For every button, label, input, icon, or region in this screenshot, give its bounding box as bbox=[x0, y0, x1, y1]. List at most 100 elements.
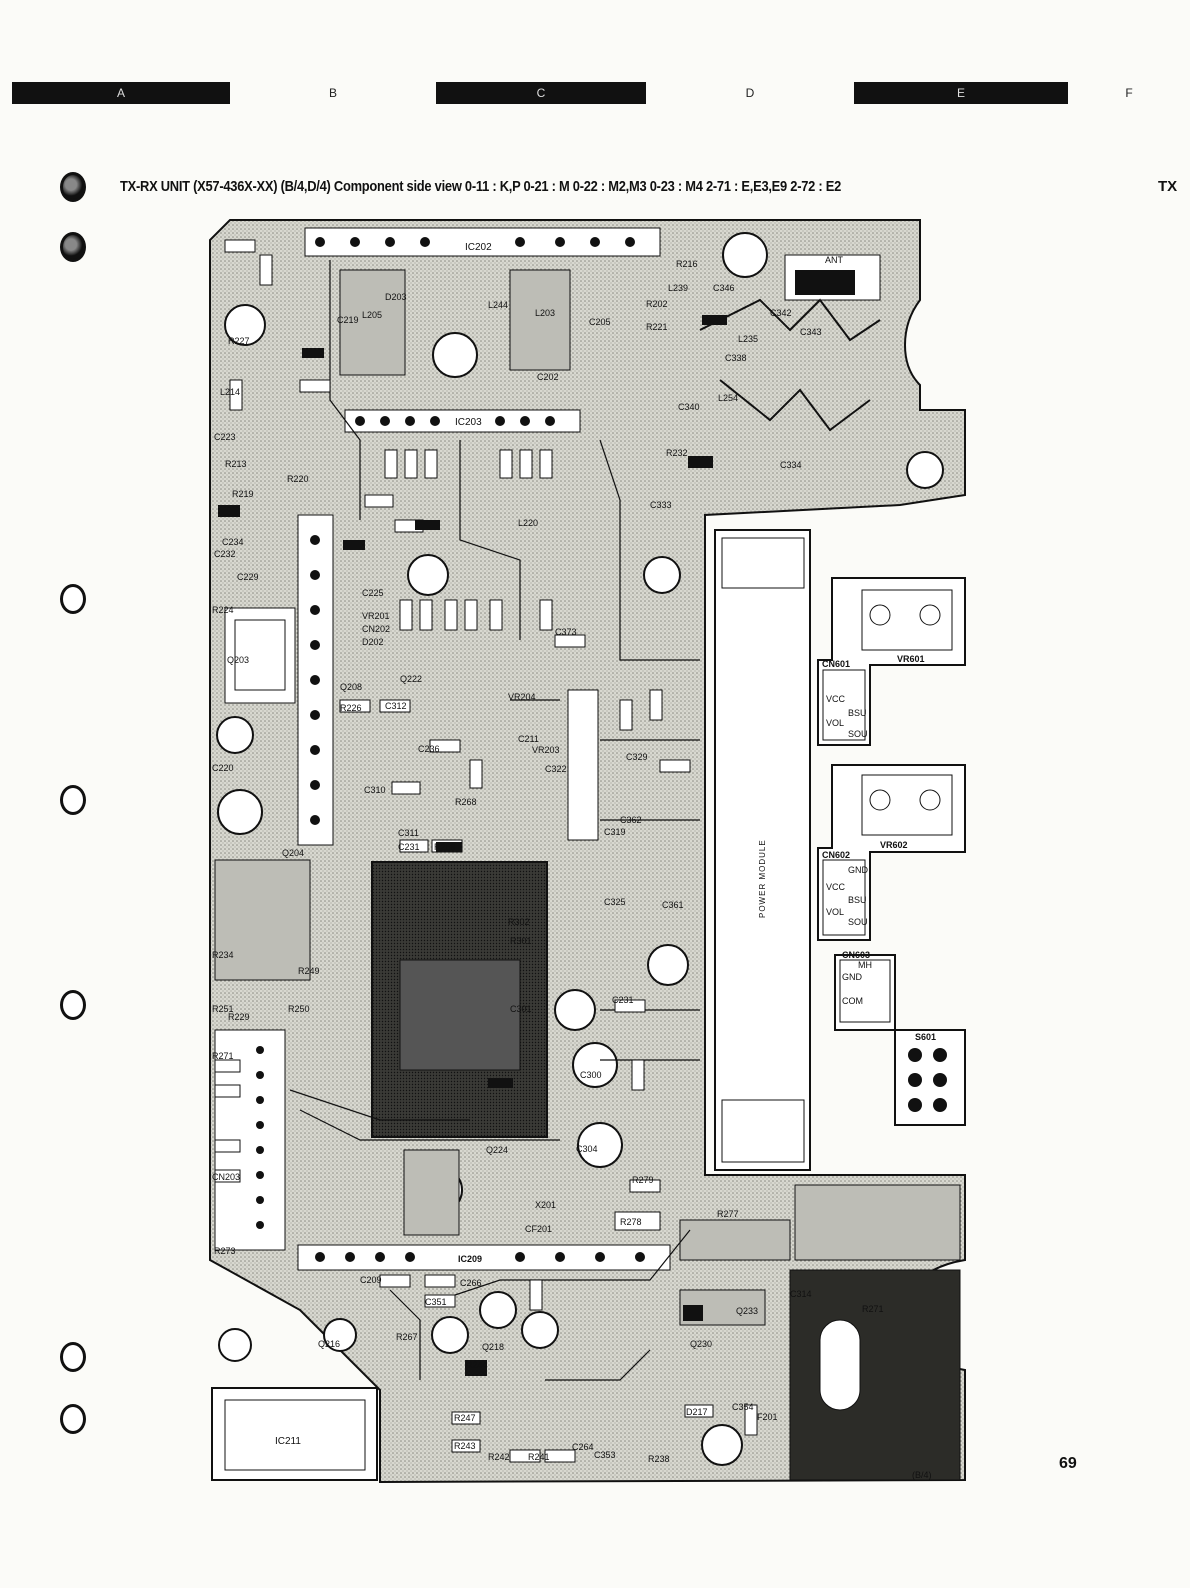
part-label: R273 bbox=[214, 1246, 236, 1256]
vr602-label: VR602 bbox=[880, 840, 908, 850]
part-label: R221 bbox=[646, 322, 668, 332]
vr601-board: CN601 VR601 VCC VOL BSU SOU bbox=[817, 577, 966, 746]
binder-hole bbox=[60, 584, 86, 614]
part-label: R251 bbox=[212, 1004, 234, 1014]
part-label: C232 bbox=[214, 549, 236, 559]
part-label: C340 bbox=[678, 402, 700, 412]
part-label: CN203 bbox=[212, 1172, 240, 1182]
part-label: C310 bbox=[364, 785, 386, 795]
part-label: C362 bbox=[620, 815, 642, 825]
part-label: R224 bbox=[212, 605, 234, 615]
part-label: L205 bbox=[362, 310, 382, 320]
diagram-title: TX-RX UNIT (X57-436X-XX) (B/4,D/4) Compo… bbox=[120, 178, 842, 195]
antenna-label: ANT bbox=[825, 255, 844, 265]
part-label: Q218 bbox=[482, 1342, 504, 1352]
power-module bbox=[714, 529, 811, 1171]
power-module-label: POWER MODULE bbox=[758, 839, 767, 918]
page-grid-bar: A B C D E F bbox=[0, 82, 1190, 104]
binder-hole bbox=[60, 172, 86, 202]
part-label: L203 bbox=[535, 308, 555, 318]
s601-label: S601 bbox=[915, 1032, 936, 1042]
part-label: Q208 bbox=[340, 682, 362, 692]
part-label: C322 bbox=[545, 764, 567, 774]
grid-column-a: A bbox=[12, 82, 230, 104]
part-label: VR201 bbox=[362, 611, 390, 621]
part-label: R243 bbox=[454, 1441, 476, 1451]
part-label: C333 bbox=[650, 500, 672, 510]
part-label: C231 bbox=[398, 842, 420, 852]
part-label: L239 bbox=[668, 283, 688, 293]
part-label: Q222 bbox=[400, 674, 422, 684]
part-label: C353 bbox=[594, 1450, 616, 1460]
cn602-pin: GND bbox=[848, 865, 869, 875]
cn602-pin: VOL bbox=[826, 907, 844, 917]
part-label: C236 bbox=[418, 744, 440, 754]
part-label: C220 bbox=[212, 763, 234, 773]
part-label: R202 bbox=[646, 299, 668, 309]
part-label: CF201 bbox=[525, 1224, 552, 1234]
cn603-pin: GND bbox=[842, 972, 863, 982]
part-label: C219 bbox=[337, 315, 359, 325]
part-label: R227 bbox=[228, 336, 250, 346]
part-label: VR204 bbox=[508, 692, 536, 702]
part-label: C354 bbox=[732, 1402, 754, 1412]
cn601-pin: VCC bbox=[826, 694, 846, 704]
part-label: Q233 bbox=[736, 1306, 758, 1316]
vr601-label: VR601 bbox=[897, 654, 925, 664]
part-label: C319 bbox=[604, 827, 626, 837]
cn603-label: CN603 bbox=[842, 950, 870, 960]
cn603-board: CN603 GND COM MH S601 bbox=[834, 950, 966, 1126]
part-label: L235 bbox=[738, 334, 758, 344]
part-label: R226 bbox=[340, 703, 362, 713]
part-label: R301 bbox=[510, 936, 532, 946]
page-number: 69 bbox=[1059, 1455, 1077, 1472]
grid-column-c: C bbox=[436, 82, 646, 104]
part-label: C325 bbox=[604, 897, 626, 907]
part-label: R268 bbox=[455, 797, 477, 807]
grid-column-e: E bbox=[854, 82, 1068, 104]
part-label: D203 bbox=[385, 292, 407, 302]
part-label: C234 bbox=[222, 537, 244, 547]
part-label: Q224 bbox=[486, 1145, 508, 1155]
part-label: C338 bbox=[725, 353, 747, 363]
part-label: C329 bbox=[626, 752, 648, 762]
part-label: R271 bbox=[212, 1051, 234, 1061]
cn601-label: CN601 bbox=[822, 659, 850, 669]
part-label: L220 bbox=[518, 518, 538, 528]
part-label: R219 bbox=[232, 489, 254, 499]
part-label: R242 bbox=[488, 1452, 510, 1462]
part-label: C266 bbox=[460, 1278, 482, 1288]
part-label: C209 bbox=[360, 1275, 382, 1285]
part-label: R267 bbox=[396, 1332, 418, 1342]
sheet-ref: (B/4) bbox=[912, 1470, 932, 1480]
part-label: C312 bbox=[385, 701, 407, 711]
part-label: C351 bbox=[425, 1297, 447, 1307]
cn603-pin: MH bbox=[858, 960, 872, 970]
cn601-pin: BSU bbox=[848, 708, 867, 718]
part-label: Q230 bbox=[690, 1339, 712, 1349]
part-label: R247 bbox=[454, 1413, 476, 1423]
part-label: R241 bbox=[528, 1452, 550, 1462]
part-label: L244 bbox=[488, 300, 508, 310]
ic209-label: IC209 bbox=[458, 1254, 482, 1264]
part-label: C211 bbox=[518, 734, 539, 744]
cn602-pin: VCC bbox=[826, 882, 846, 892]
part-label: C301 bbox=[510, 1004, 532, 1014]
part-label: C264 bbox=[572, 1442, 594, 1452]
ic211-label: IC211 bbox=[275, 1436, 301, 1447]
part-label: R250 bbox=[288, 1004, 310, 1014]
part-label: R277 bbox=[717, 1209, 739, 1219]
part-label: R244 bbox=[466, 1360, 488, 1370]
part-label: C361 bbox=[662, 900, 684, 910]
part-label: R213 bbox=[225, 459, 247, 469]
part-label: C300 bbox=[580, 1070, 602, 1080]
binder-hole bbox=[60, 1342, 86, 1372]
part-label: R220 bbox=[287, 474, 309, 484]
binder-hole bbox=[60, 1404, 86, 1434]
grid-column-b: B bbox=[328, 86, 337, 100]
part-label: C223 bbox=[214, 432, 236, 442]
part-label: R271 bbox=[862, 1304, 884, 1314]
side-tx-label: TX bbox=[1158, 178, 1178, 195]
part-label: Q204 bbox=[282, 848, 304, 858]
part-label: R232 bbox=[666, 448, 688, 458]
